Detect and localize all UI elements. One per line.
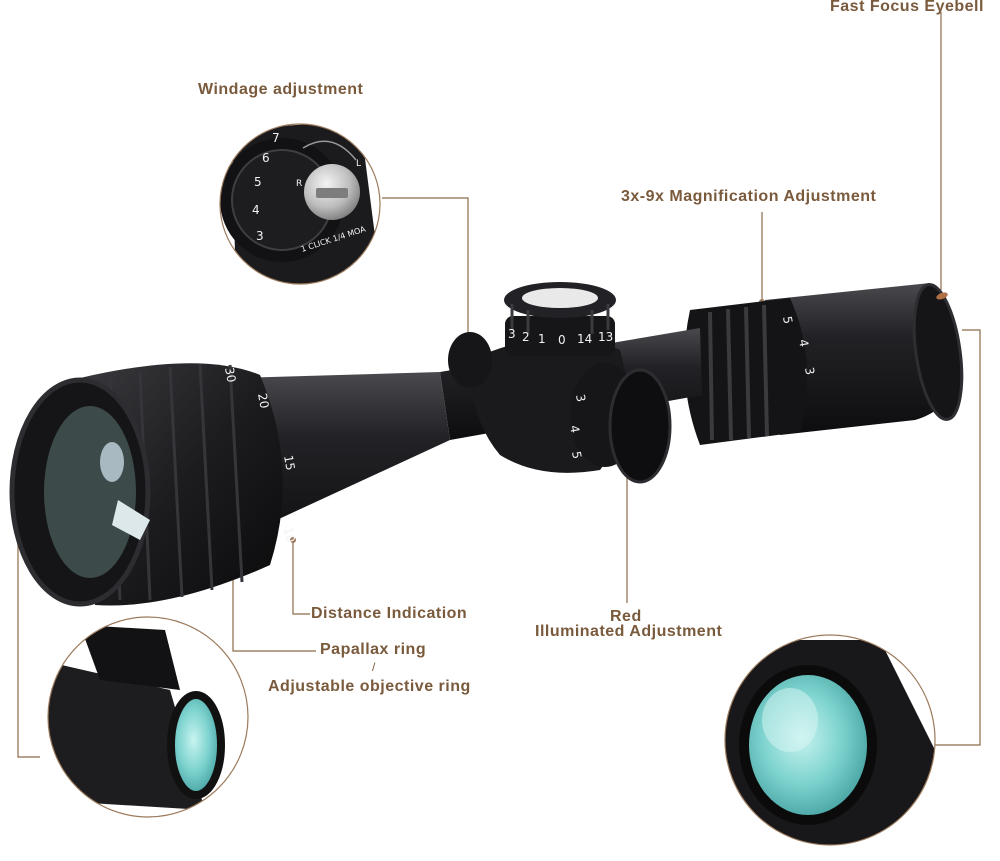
illuminated-label: Illuminated Adjustment	[535, 623, 723, 640]
windage-direction: L	[356, 159, 361, 169]
objective-cap-lens	[167, 691, 225, 799]
windage-number: 7	[272, 131, 280, 145]
parallax-label: Papallax ring	[320, 641, 427, 658]
turret-number: 1	[538, 332, 546, 346]
objective-lens	[44, 406, 136, 578]
windage-inset: 7 6 5 4 3 R L 1 CLICK 1/4 MOA	[219, 123, 381, 285]
turret-number: 14	[577, 332, 592, 346]
windage-label: Windage adjustment	[198, 81, 364, 98]
windage-number: 4	[252, 203, 260, 217]
objective-label: Adjustable objective ring	[268, 678, 471, 695]
eyepiece-cap-leader	[935, 329, 981, 746]
parallax-number: 30	[222, 366, 238, 383]
side-knob-numbers: 5 4 3	[567, 393, 588, 460]
fast-focus-label: Fast Focus Eyebell	[830, 0, 984, 15]
magnification-label: 3x-9x Magnification Adjustment	[621, 188, 877, 205]
windage-direction: R	[296, 179, 302, 189]
scope-body	[9, 282, 964, 607]
magnification-number: 4	[796, 338, 811, 348]
windage-number: 6	[262, 151, 270, 165]
magnification-numbers: 5 4 3	[780, 315, 817, 376]
elevation-turret	[505, 316, 615, 356]
turret-number: 13	[598, 330, 613, 344]
turret-numbers: 3 2 1 0 14 13	[508, 327, 613, 347]
windage-number: 5	[254, 175, 262, 189]
parallax-number: 15	[281, 454, 297, 471]
distance-label: Distance Indication	[311, 605, 468, 622]
parallax-slash: /	[372, 660, 376, 674]
windage-number: 3	[256, 229, 264, 243]
parallax-number: 10	[281, 526, 297, 543]
parallax-leader	[232, 565, 316, 652]
windage-leader	[382, 197, 469, 345]
objective-cap-inset	[47, 616, 249, 818]
turret-number: 2	[522, 330, 530, 344]
turret-number: 3	[508, 327, 516, 341]
red-label: Red	[610, 608, 642, 625]
side-knob-number: 3	[573, 393, 588, 403]
eyepiece-cap-inset	[724, 634, 936, 846]
turret-number: 0	[558, 333, 566, 347]
magnification-number: 5	[780, 315, 795, 325]
magnification-number: 3	[802, 366, 817, 376]
illumination-knob-cap	[608, 368, 672, 484]
eyepiece-bell	[765, 283, 959, 435]
windage-side-turret	[448, 332, 492, 388]
parallax-number: 20	[255, 392, 271, 409]
side-knob-number: 4	[567, 424, 582, 434]
parallax-numbers: 30 20 15 10	[222, 366, 297, 543]
eyepiece-end	[912, 283, 964, 421]
eyepiece-cap-lens	[739, 665, 877, 825]
side-knob-number: 5	[569, 450, 584, 460]
distance-leader	[292, 540, 310, 615]
